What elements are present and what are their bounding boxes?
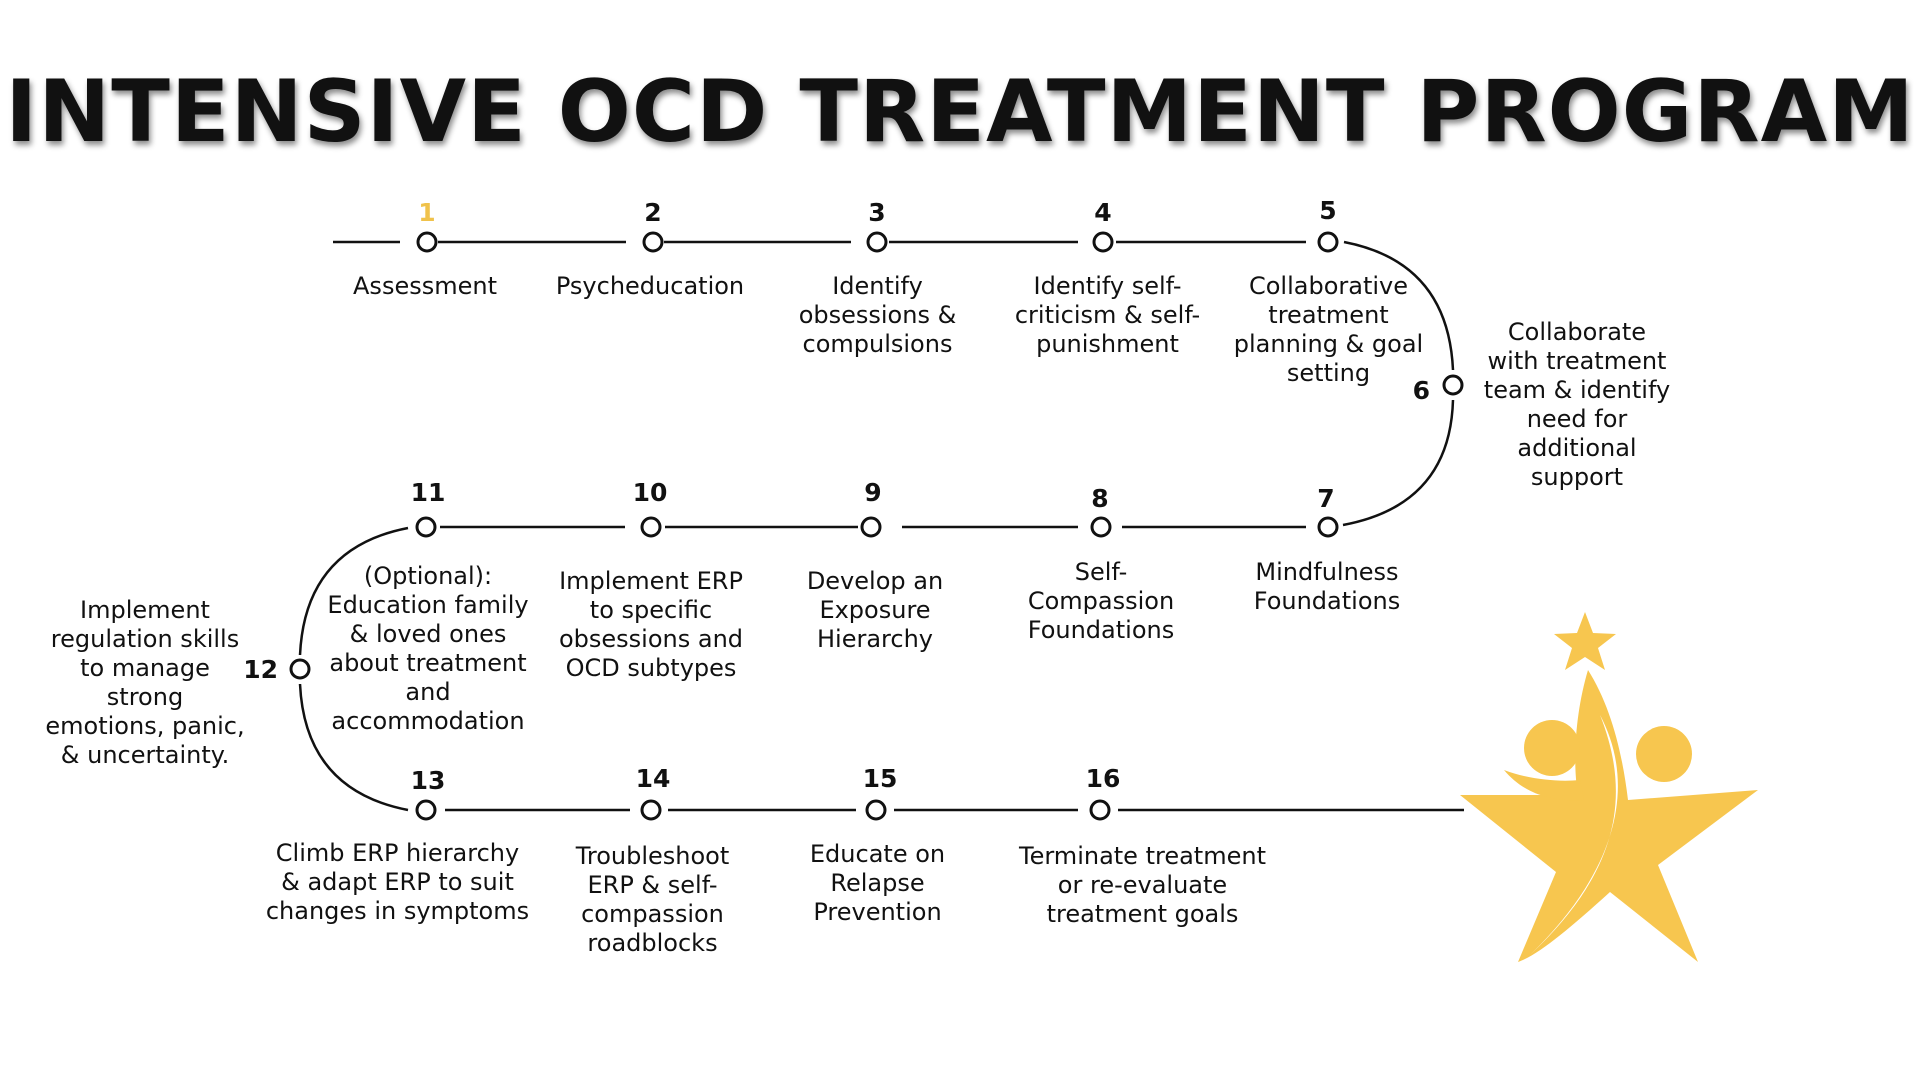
- step-node-5: [1317, 231, 1339, 253]
- step-number-4: 4: [1094, 198, 1112, 227]
- star-people-logo-icon: [1460, 612, 1758, 962]
- step-number-3: 3: [868, 198, 886, 227]
- step-number-8: 8: [1091, 484, 1109, 513]
- page-title: INTENSIVE OCD TREATMENT PROGRAM: [5, 62, 1915, 162]
- step-number-13: 13: [410, 766, 446, 795]
- step-node-15: [865, 799, 887, 821]
- step-number-15: 15: [862, 764, 898, 793]
- step-label-4: Identify self-criticism & self-punishmen…: [1014, 272, 1201, 358]
- step-number-11: 11: [410, 478, 446, 507]
- step-node-6: [1442, 374, 1464, 396]
- step-node-16: [1089, 799, 1111, 821]
- step-number-2: 2: [644, 198, 662, 227]
- step-node-7: [1317, 516, 1339, 538]
- track-curve-right-top: [1343, 240, 1455, 371]
- step-node-1: [416, 231, 438, 253]
- step-node-9: [860, 516, 882, 538]
- step-node-3: [866, 231, 888, 253]
- step-node-10: [640, 516, 662, 538]
- step-number-12: 12: [243, 655, 278, 684]
- step-node-14: [640, 799, 662, 821]
- step-number-1: 1: [418, 198, 436, 227]
- step-node-13: [415, 799, 437, 821]
- track-curve-right-bottom: [1342, 399, 1455, 527]
- step-number-7: 7: [1317, 484, 1335, 513]
- step-number-16: 16: [1085, 764, 1121, 793]
- step-number-14: 14: [635, 764, 671, 793]
- track-curve-left-bottom: [298, 683, 409, 812]
- step-node-8: [1090, 516, 1112, 538]
- track-curve-left-top: [298, 526, 409, 656]
- step-label-1: Assessment: [353, 272, 497, 300]
- step-number-9: 9: [864, 478, 882, 507]
- step-number-5: 5: [1319, 196, 1337, 225]
- step-node-11: [415, 516, 437, 538]
- step-node-12: [289, 658, 311, 680]
- step-node-4: [1092, 231, 1114, 253]
- step-number-10: 10: [632, 478, 668, 507]
- step-number-6: 6: [1412, 376, 1430, 405]
- step-node-2: [642, 231, 664, 253]
- step-label-2: Psycheducation: [555, 272, 745, 300]
